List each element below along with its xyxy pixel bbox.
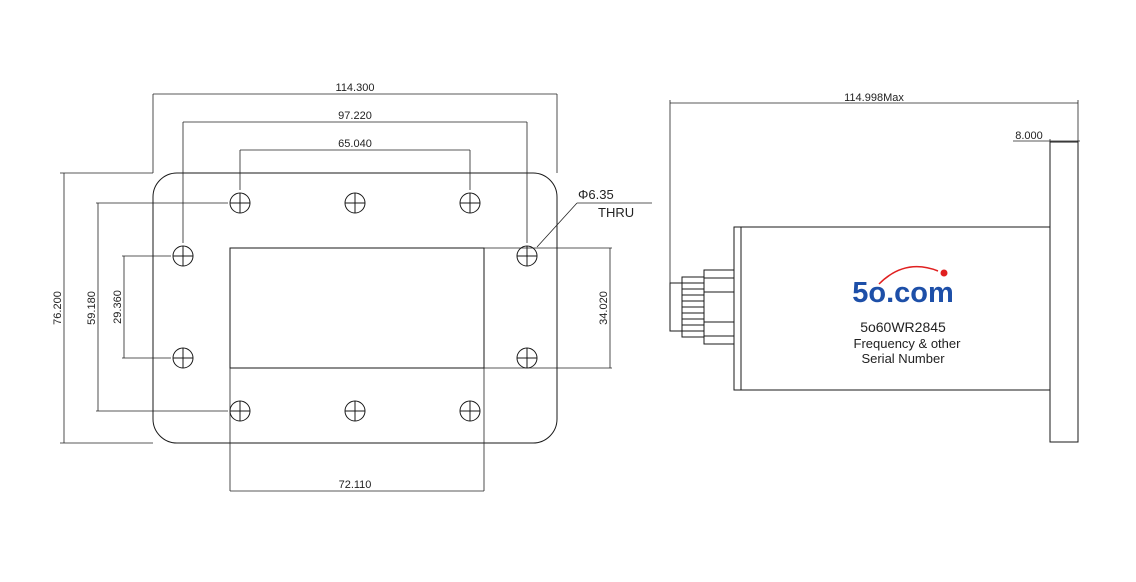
- logo-swoosh: [878, 265, 939, 285]
- serial-label: Serial Number: [861, 351, 945, 366]
- mounting-holes: [172, 192, 538, 422]
- dim-inner-hole-span: 65.040: [338, 138, 372, 150]
- dim-outer-hole-span: 97.220: [338, 110, 372, 122]
- side-dimension-lines: [669, 100, 1080, 283]
- brand-logo: 5o.com: [852, 277, 954, 309]
- mounting-hole: [344, 192, 366, 214]
- hole-callout: Φ6.35 THRU: [536, 187, 652, 248]
- extension-lines: [60, 94, 612, 491]
- frequency-label: Frequency & other: [854, 336, 962, 351]
- mounting-hole: [172, 245, 194, 267]
- dim-opening-height: 34.020: [598, 291, 610, 325]
- dim-hole-height-span: 59.180: [86, 291, 98, 325]
- logo-dot: [940, 269, 948, 277]
- dim-side-hole-span: 29.360: [112, 290, 124, 324]
- product-label: 5o.com 5o60WR2845 Frequency & other Seri…: [852, 265, 962, 366]
- waveguide-opening: [229, 247, 485, 369]
- side-view: 114.998Max 8.000 5o.com 5o60WR2845 Frequ…: [669, 92, 1080, 443]
- mounting-hole: [229, 400, 251, 422]
- mounting-hole: [172, 347, 194, 369]
- hole-diameter-label: Φ6.35: [578, 187, 614, 202]
- dimension-lines: [63, 93, 611, 492]
- n-type-connector: [669, 269, 735, 345]
- dim-overall-length: 114.998Max: [844, 92, 904, 104]
- dim-overall-width: 114.300: [336, 82, 375, 94]
- mounting-hole: [459, 192, 481, 214]
- front-view: 114.300 97.220 65.040 72.110 76.200 59.1…: [52, 82, 652, 492]
- dim-overall-height: 76.200: [52, 291, 64, 325]
- flange-outline: [152, 172, 558, 444]
- hole-thru-label: THRU: [598, 205, 634, 220]
- model-number: 5o60WR2845: [860, 319, 946, 335]
- mounting-hole: [516, 245, 538, 267]
- mounting-hole: [229, 192, 251, 214]
- mounting-hole: [344, 400, 366, 422]
- mounting-hole: [516, 347, 538, 369]
- mounting-hole: [459, 400, 481, 422]
- side-flange: [1049, 141, 1079, 443]
- dim-opening-width: 72.110: [339, 479, 372, 491]
- dim-flange-thickness: 8.000: [1015, 130, 1043, 142]
